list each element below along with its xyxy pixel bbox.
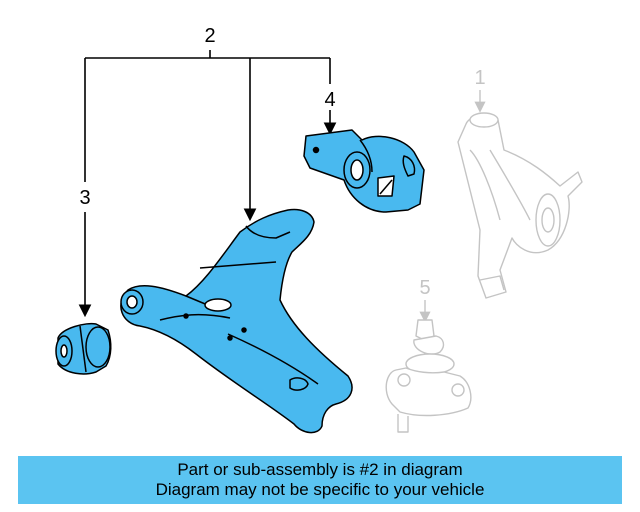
banner-line-1: Part or sub-assembly is #2 in diagram [177, 460, 463, 479]
callout-4: 4 [324, 89, 335, 111]
callout-2: 2 [204, 25, 215, 47]
rear-bushing-part [303, 129, 425, 213]
faded-leaders [419, 90, 486, 323]
banner-line-2: Diagram may not be specific to your vehi… [155, 480, 485, 499]
callout-2-leaders [78, 50, 337, 318]
callout-3: 3 [79, 187, 90, 209]
callout-5: 5 [419, 277, 430, 299]
steering-knuckle-part [457, 112, 583, 299]
info-banner: Part or sub-assembly is #2 in diagram Di… [18, 456, 622, 504]
parts-diagram: 2 3 4 1 5 [55, 25, 583, 434]
front-bushing-part [55, 322, 112, 375]
ball-joint-part [385, 319, 472, 433]
lower-control-arm-part [120, 208, 353, 434]
callout-1: 1 [474, 67, 485, 89]
